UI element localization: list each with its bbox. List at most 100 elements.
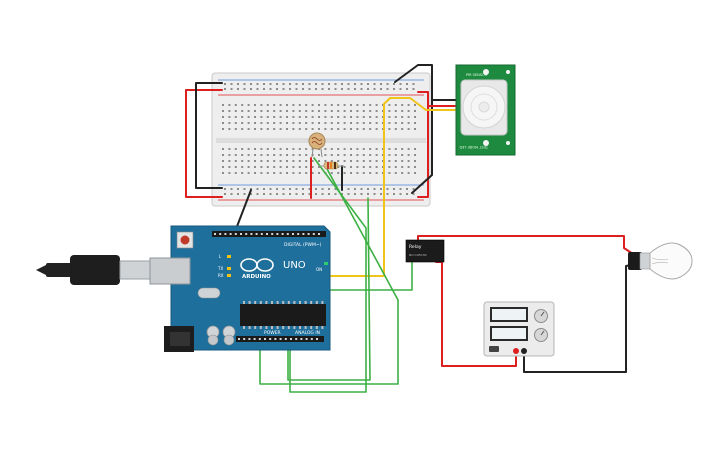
header-pin — [240, 233, 242, 235]
rail-hole — [269, 193, 272, 195]
wire-green-analog-a[interactable] — [259, 166, 399, 385]
breadboard-hole — [260, 154, 263, 156]
wire-red-right-loop[interactable] — [417, 91, 429, 198]
breadboard-hole — [292, 172, 295, 174]
rail-hole — [243, 193, 246, 195]
breadboard-hole — [375, 128, 378, 130]
rail-hole — [328, 188, 330, 190]
wire-red-left-loop[interactable] — [185, 89, 223, 198]
header-pin — [286, 233, 289, 235]
breadboard-hole — [388, 166, 391, 168]
photoresistor[interactable] — [308, 132, 326, 158]
rail-hole — [276, 88, 278, 90]
breadboard-hole — [273, 110, 276, 112]
terminal-negative[interactable] — [521, 348, 527, 354]
rail-hole — [282, 83, 285, 85]
breadboard-hole — [305, 154, 308, 156]
power-switch[interactable] — [489, 346, 499, 352]
breadboard-hole — [292, 110, 295, 112]
led-on-label: ON — [316, 267, 322, 272]
breadboard-hole — [266, 160, 269, 162]
pir-sensor[interactable]: PIR SENSOR TEST MODE LED — [455, 64, 516, 156]
breadboard-hole — [234, 116, 237, 118]
breadboard-hole — [356, 148, 359, 150]
chip-pin — [321, 326, 324, 329]
breadboard-hole — [337, 104, 340, 106]
breadboard-hole — [234, 172, 237, 174]
rail-hole — [321, 188, 324, 190]
header-pin — [295, 338, 298, 340]
breadboard-hole — [407, 160, 410, 162]
rail-hole — [360, 193, 363, 195]
breadboard-hole — [388, 122, 391, 124]
arduino-uno[interactable]: ARDUINO UNO DIGITAL (PWM~) POWER ANALOG … — [36, 225, 331, 352]
breadboard-hole — [273, 154, 276, 156]
chip-pin — [248, 326, 251, 329]
wire-red-relay-bulb[interactable] — [417, 235, 637, 257]
digital-pwm-label: DIGITAL (PWM~) — [284, 242, 322, 248]
breadboard-hole — [356, 116, 359, 118]
relay[interactable]: Relay NO COM NC — [405, 239, 445, 263]
rail-hole — [406, 188, 408, 190]
breadboard-hole — [279, 104, 282, 106]
resistor-band-3 — [334, 162, 336, 169]
breadboard-hole — [241, 172, 244, 174]
power-supply[interactable] — [483, 301, 555, 357]
breadboard-hole — [318, 154, 320, 156]
breadboard-hole — [375, 154, 378, 156]
crystal — [197, 287, 221, 299]
breadboard-hole — [247, 116, 250, 118]
header-pin — [310, 338, 313, 340]
chip-pin — [254, 326, 257, 329]
breadboard-hole — [247, 172, 250, 174]
breadboard-hole — [247, 148, 250, 150]
rail-hole — [386, 83, 389, 85]
rail-hole — [263, 88, 265, 90]
wire-black-gnd[interactable] — [235, 189, 252, 230]
rail-hole — [328, 193, 330, 195]
resistor-band-2 — [330, 162, 332, 169]
breadboard-hole — [305, 116, 308, 118]
chip-pin — [299, 301, 301, 304]
rail-hole — [406, 83, 408, 85]
rail-hole — [399, 193, 402, 195]
rail-hole — [412, 188, 415, 190]
rail-hole — [224, 83, 226, 85]
light-bulb[interactable] — [628, 242, 693, 280]
breadboard-hole — [279, 172, 282, 174]
wire-black-left-loop[interactable] — [195, 82, 223, 189]
breadboard-hole — [375, 148, 378, 150]
rail-hole — [256, 188, 259, 190]
chip-pin — [293, 326, 296, 329]
bulb-filament — [651, 257, 669, 265]
breadboard-hole — [324, 122, 327, 124]
terminal-positive[interactable] — [513, 348, 519, 354]
breadboard-hole — [401, 128, 404, 130]
breadboard-hole — [298, 160, 301, 162]
digital-header[interactable] — [212, 231, 326, 237]
header-pin — [316, 338, 318, 340]
breadboard-hole — [350, 104, 352, 106]
header-pin — [305, 338, 308, 340]
wire-green-analog-c[interactable] — [287, 197, 371, 381]
breadboard-hole — [228, 172, 231, 174]
reset-button-cap[interactable] — [180, 235, 190, 245]
usb-b-jack[interactable] — [149, 257, 191, 285]
breadboard-hole — [362, 148, 365, 150]
breadboard-hole — [228, 148, 231, 150]
rail-hole — [269, 83, 272, 85]
breadboard-hole — [414, 110, 416, 112]
wire-black-right-side[interactable] — [394, 64, 433, 194]
resistor[interactable] — [318, 161, 344, 170]
breadboard-hole — [324, 148, 327, 150]
breadboard-hole — [241, 116, 244, 118]
breadboard-hole — [273, 122, 276, 124]
rail-hole — [302, 88, 304, 90]
breadboard-hole — [362, 166, 365, 168]
breadboard-hole — [273, 148, 276, 150]
header-pin — [297, 233, 300, 235]
breadboard-hole — [388, 172, 391, 174]
breadboard-hole — [414, 166, 416, 168]
header-pin — [290, 338, 292, 340]
wire-green-analog-b[interactable] — [289, 157, 367, 393]
